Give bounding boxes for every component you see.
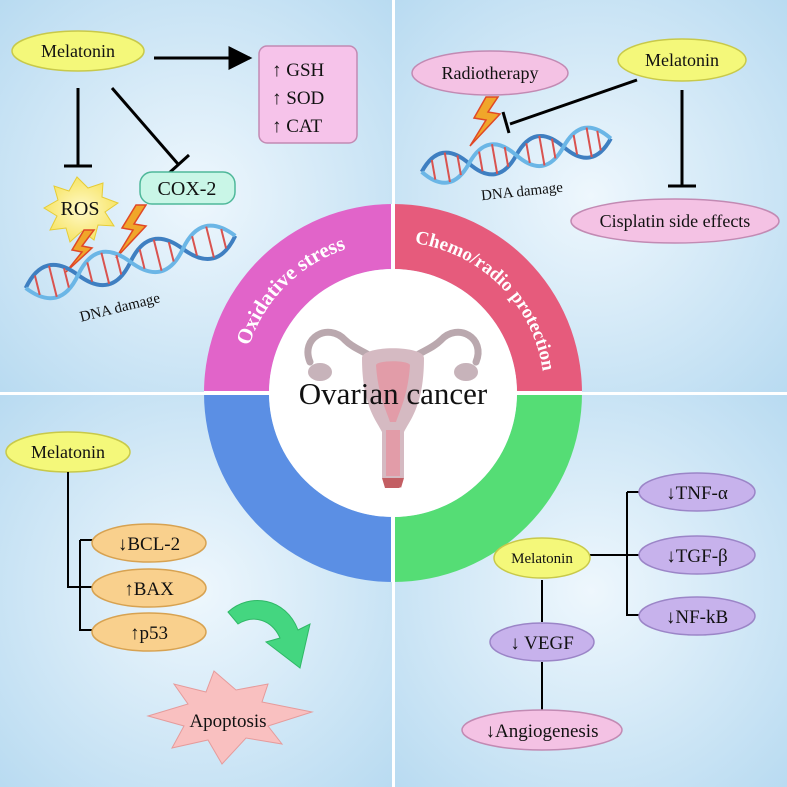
bcl2-label: ↓BCL-2 (118, 534, 180, 555)
center-title: Ovarian cancer (299, 376, 488, 411)
tnf-alpha-label: ↓TNF-α (666, 483, 728, 504)
quadrant-chemo-radio-protection: Radiotherapy Melatonin DNA damage Cispla… (411, 38, 780, 244)
vegf-node (489, 622, 595, 662)
melatonin-label: Melatonin (511, 551, 573, 567)
melatonin-label: Melatonin (41, 41, 115, 61)
antioxidant-sod: ↑ SOD (272, 88, 324, 109)
radiotherapy-label: Radiotherapy (442, 63, 539, 83)
dna-helix-icon (419, 125, 613, 185)
ring-segment-inflammation (393, 393, 582, 582)
uterus-illustration (304, 328, 482, 488)
tgf-beta-label: ↓TGF-β (666, 546, 727, 567)
nf-kb-node (638, 596, 756, 636)
lightning-icon (65, 229, 96, 273)
tgf-beta-node (638, 535, 756, 575)
p53-node (91, 612, 207, 652)
angiogenesis-node (461, 709, 623, 751)
curved-arrow-icon (227, 599, 311, 669)
radiotherapy-node (411, 50, 569, 96)
cisplatin-label: Cisplatin side effects (600, 211, 751, 231)
bax-label: ↑BAX (124, 579, 174, 600)
apoptosis-label: Apoptosis (189, 711, 266, 732)
antioxidant-cat: ↑ CAT (272, 116, 323, 137)
cisplatin-node (570, 198, 780, 244)
center-ring: Ovarian cancer Oxidative stress Chemo/ra… (204, 204, 582, 582)
melatonin-node (11, 30, 145, 72)
quadrant-apoptosis: Melatonin ↓BCL-2 ↑BAX ↑p53 Apoptosis (5, 431, 314, 765)
quadrant-oxidative-stress: Melatonin ↑ GSH ↑ SOD ↑ CAT ROS COX-2 (11, 30, 358, 326)
angiogenesis-label: ↓Angiogenesis (486, 721, 599, 742)
cox2-label: COX-2 (158, 178, 217, 200)
apoptosis-burst (146, 670, 314, 765)
melatonin-inhibits-radiotherapy (509, 78, 638, 126)
quadrant-inflammation: Melatonin ↓TNF-α ↓TGF-β ↓NF-kB ↓ VEGF ↓A… (461, 472, 756, 751)
bcl2-node (91, 523, 207, 563)
tnf-alpha-node (638, 472, 756, 512)
ros-burst (43, 176, 120, 243)
ring-segment-oxidative-stress (204, 204, 393, 393)
nf-kb-label: ↓NF-kB (666, 607, 728, 628)
vegf-label: ↓ VEGF (510, 633, 574, 654)
lightning-icon (115, 204, 148, 259)
ring-segment-apoptosis (204, 393, 393, 582)
antioxidant-gsh: ↑ GSH (272, 60, 325, 81)
melatonin-label: Melatonin (645, 50, 719, 70)
ring-segment-chemo-radio-protection (393, 204, 582, 393)
melatonin-node (617, 38, 747, 82)
melatonin-label: Melatonin (31, 442, 105, 462)
bax-node (91, 568, 207, 608)
dna-helix-icon (23, 223, 238, 301)
antioxidant-box (258, 45, 358, 144)
cox2-node (139, 171, 236, 205)
melatonin-node (493, 537, 591, 579)
ros-label: ROS (61, 198, 100, 220)
lightning-icon (469, 96, 502, 147)
p53-label: ↑p53 (130, 623, 168, 644)
melatonin-inhibits-cox2 (110, 87, 180, 165)
